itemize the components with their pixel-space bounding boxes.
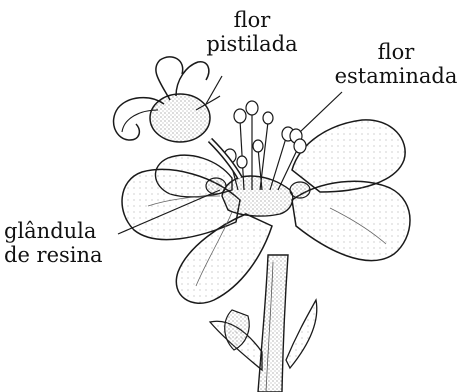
stem: [258, 255, 288, 392]
label-resin-gland-line-2: de resina: [4, 243, 103, 267]
label-resin-gland: glândula de resina: [4, 219, 103, 267]
label-pistillate-line-2: pistilada: [204, 32, 300, 56]
label-staminate-line-1: flor: [330, 40, 462, 64]
label-pistillate-line-1: flor: [204, 8, 300, 32]
label-staminate-line-2: estaminada: [330, 64, 462, 88]
label-staminate-flower: flor estaminada: [330, 40, 462, 88]
label-resin-gland-line-1: glândula: [4, 219, 103, 243]
label-pistillate-flower: flor pistilada: [204, 8, 300, 56]
